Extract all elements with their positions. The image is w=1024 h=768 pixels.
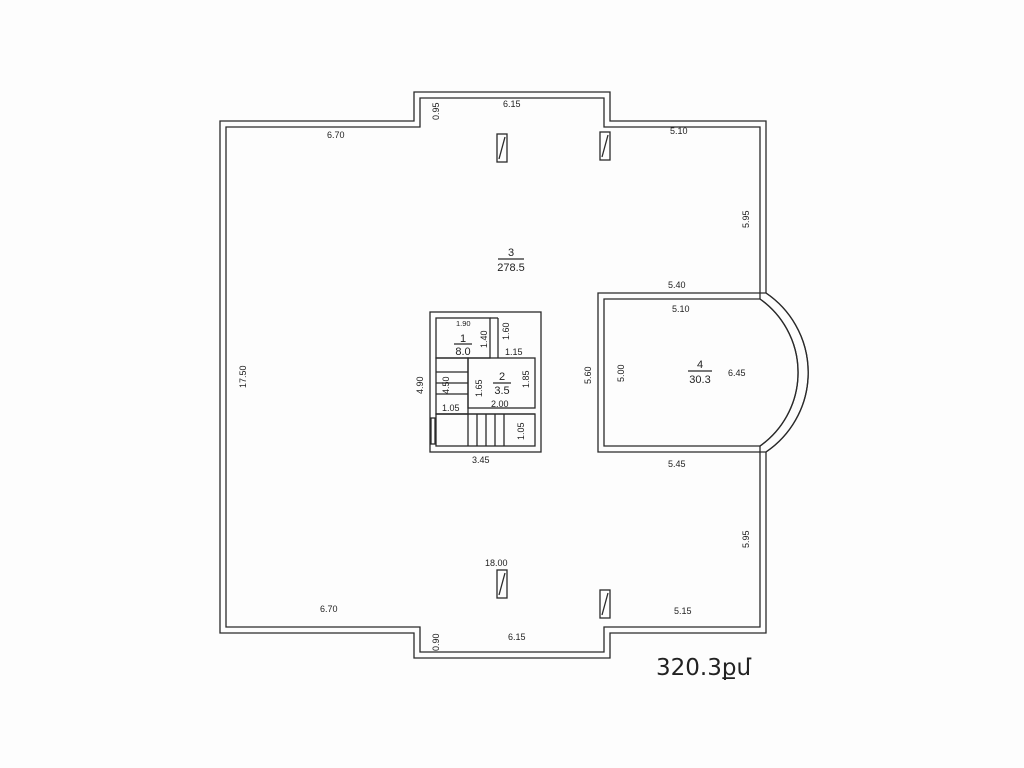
dim-left-wall: 17.50 bbox=[238, 365, 248, 388]
dim-top-center: 6.15 bbox=[503, 99, 521, 109]
dim-lower-landing: 1.05 bbox=[516, 422, 526, 440]
room-4-wall-inner bbox=[603, 298, 799, 447]
room-4-number: 4 bbox=[697, 359, 703, 371]
vent-icon bbox=[599, 589, 611, 619]
dim-bottom-notch: 0.90 bbox=[431, 633, 441, 651]
dim-bottom-right: 5.15 bbox=[674, 606, 692, 616]
dim-bay-inner-height: 5.00 bbox=[616, 364, 626, 382]
dim-room2-left: 1.65 bbox=[474, 379, 484, 397]
dim-stair-width: 3.45 bbox=[472, 455, 490, 465]
dim-top-right: 5.10 bbox=[670, 126, 688, 136]
dim-landing: 1.05 bbox=[442, 403, 460, 413]
total-area: 320.3քմ bbox=[656, 655, 752, 681]
dim-bay-arc: 6.45 bbox=[728, 368, 746, 378]
dim-bay-bottom: 5.45 bbox=[668, 459, 686, 469]
dim-inner-span: 18.00 bbox=[485, 558, 508, 568]
dim-bottom-left: 6.70 bbox=[320, 604, 338, 614]
vent-icon bbox=[599, 131, 611, 161]
dim-bay-top: 5.40 bbox=[668, 280, 686, 290]
dim-top-notch: 0.95 bbox=[431, 102, 441, 120]
room-4-wall bbox=[597, 292, 809, 453]
room-1-area: 8.0 bbox=[455, 346, 470, 358]
dim-right-lower: 5.95 bbox=[741, 530, 751, 548]
dim-stair-run: 4.50 bbox=[441, 376, 451, 394]
dim-room1-side: 1.60 bbox=[501, 322, 511, 340]
dim-top-left: 6.70 bbox=[327, 130, 345, 140]
room-2-area: 3.5 bbox=[494, 385, 509, 397]
outer-wall-inner bbox=[225, 97, 799, 653]
room-3-number: 3 bbox=[508, 247, 514, 259]
room-2-number: 2 bbox=[499, 371, 505, 383]
vent-icon bbox=[496, 133, 508, 163]
dim-room1-width: 1.90 bbox=[456, 319, 471, 328]
dim-bottom-center: 6.15 bbox=[508, 632, 526, 642]
room-1-number: 1 bbox=[460, 333, 466, 345]
outer-wall bbox=[219, 91, 809, 659]
dim-right-upper: 5.95 bbox=[741, 210, 751, 228]
room-4-area: 30.3 bbox=[689, 374, 710, 386]
dim-stair-height: 4.90 bbox=[415, 376, 425, 394]
stair-block bbox=[429, 311, 542, 453]
dim-room2-right: 1.85 bbox=[521, 370, 531, 388]
dim-bay-inner-top: 5.10 bbox=[672, 304, 690, 314]
room-3-area: 278.5 bbox=[497, 262, 525, 274]
dim-room2-bottom: 2.00 bbox=[491, 399, 509, 409]
dim-bay-depth: 5.60 bbox=[583, 366, 593, 384]
vent-icon bbox=[496, 569, 508, 599]
dim-room2-top: 1.15 bbox=[505, 347, 523, 357]
dim-room1-height: 1.40 bbox=[479, 330, 489, 348]
